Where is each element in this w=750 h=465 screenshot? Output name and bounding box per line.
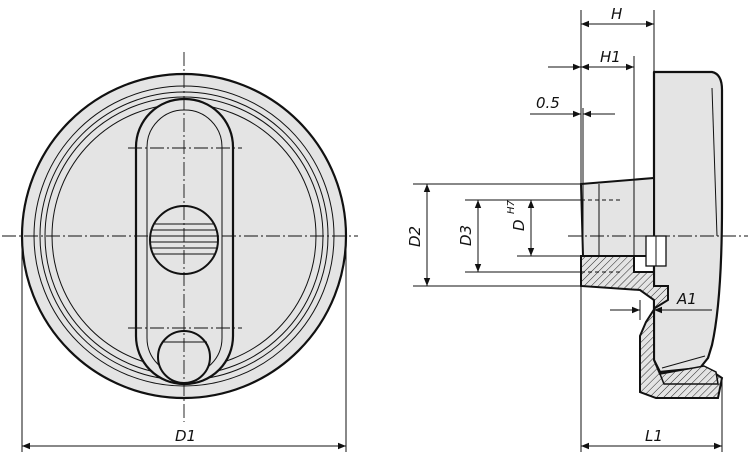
dimension-d1: D1 [21, 236, 347, 452]
dimension-l1: L1 [580, 286, 723, 452]
dimension-d3: D3 [457, 199, 581, 273]
label-d-tolerance: H7 [506, 199, 517, 214]
front-view: D1 [2, 52, 358, 452]
side-view: H H1 0.5 D2 D3 [406, 5, 748, 452]
dimension-offset: 0.5 [530, 94, 615, 190]
dimension-a1: A1 [610, 290, 712, 320]
spoke-section-hatched [658, 365, 719, 385]
dimension-h1: H1 [548, 48, 635, 74]
wheel-rim-profile [652, 70, 724, 374]
label-d-bore: D [510, 219, 528, 231]
label-d2: D2 [406, 226, 424, 247]
dimension-h: H [580, 5, 655, 184]
label-h: H [611, 5, 622, 23]
dimension-d2: D2 [406, 183, 581, 287]
label-h1: H1 [600, 48, 621, 66]
label-d1: D1 [175, 427, 196, 445]
dimension-d-bore: D H7 [506, 199, 581, 257]
label-offset: 0.5 [536, 94, 560, 112]
label-l1: L1 [645, 427, 663, 445]
label-a1: A1 [676, 290, 697, 308]
label-d3: D3 [457, 225, 475, 246]
hub-body [579, 176, 655, 257]
